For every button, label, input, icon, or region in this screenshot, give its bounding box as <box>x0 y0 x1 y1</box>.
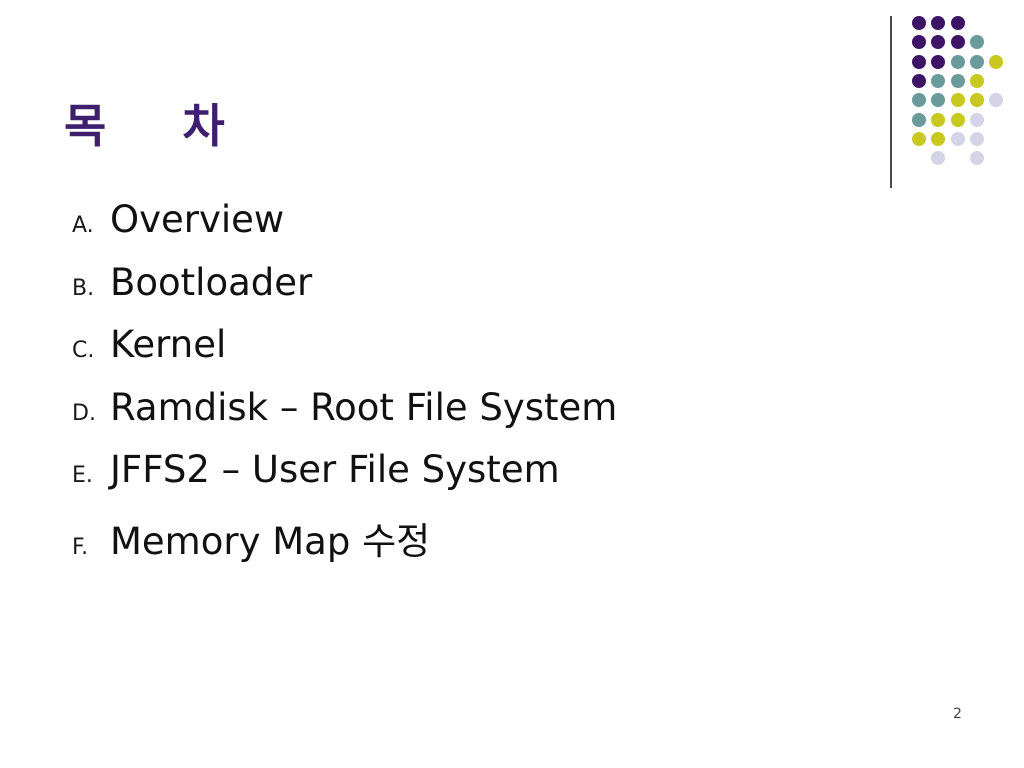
slide-title: 목 차 <box>64 99 255 153</box>
toc-marker: F. <box>72 534 89 560</box>
decorative-dot <box>950 93 965 108</box>
decorative-dot <box>969 54 984 69</box>
decorative-dot <box>912 35 926 50</box>
decorative-dot <box>989 54 1004 69</box>
toc-item-bootloader: B. Bootloader <box>72 261 617 324</box>
toc-item-ramdisk: D. Ramdisk – Root File System <box>72 386 617 449</box>
decorative-dot <box>912 93 926 108</box>
decorative-dot <box>931 73 946 88</box>
toc-item-memory-map: F. Memory Map 수정 <box>72 511 617 574</box>
decorative-dot <box>950 131 965 146</box>
toc-text: JFFS2 – User File System <box>110 448 560 491</box>
toc-marker: B. <box>72 275 95 301</box>
toc-item-jffs2: E. JFFS2 – User File System <box>72 448 617 511</box>
table-of-contents: A. Overview B. Bootloader C. Kernel D. R… <box>72 198 617 573</box>
decorative-dot <box>931 54 946 69</box>
toc-marker: D. <box>72 400 96 426</box>
toc-marker: A. <box>72 213 94 238</box>
toc-text: Ramdisk – Root File System <box>110 385 618 429</box>
decorative-dot <box>969 151 984 166</box>
toc-item-overview: A. Overview <box>72 198 617 261</box>
decorative-dot <box>989 93 1004 108</box>
decorative-dot <box>950 54 965 69</box>
decorative-dot <box>912 131 926 146</box>
toc-marker: E. <box>72 463 93 488</box>
toc-item-kernel: C. Kernel <box>72 323 617 386</box>
decorative-dot <box>912 73 926 88</box>
decorative-dot <box>931 93 946 108</box>
decorative-dot <box>969 35 984 50</box>
toc-text: Kernel <box>110 323 227 366</box>
decorative-dot <box>969 131 984 146</box>
decorative-dot <box>912 16 926 30</box>
decorative-dot <box>969 73 984 88</box>
toc-text: Overview <box>110 198 285 241</box>
page-number: 2 <box>953 706 962 722</box>
decorative-dot <box>931 112 946 127</box>
decorative-dot <box>969 112 984 127</box>
toc-text: Bootloader <box>110 260 313 304</box>
decorative-dot <box>931 131 946 146</box>
decorative-dot <box>969 93 984 108</box>
decorative-dot <box>950 16 965 30</box>
decorative-dot <box>950 35 965 50</box>
toc-text: Memory Map 수정 <box>110 519 431 563</box>
decorative-dot <box>912 54 926 69</box>
toc-marker: C. <box>72 338 95 363</box>
decorative-dot <box>931 151 946 166</box>
decorative-dot <box>931 35 946 50</box>
vertical-divider <box>890 16 892 188</box>
decorative-dot <box>950 112 965 127</box>
decorative-dot <box>950 73 965 88</box>
decorative-dot <box>931 16 946 30</box>
decorative-dot <box>912 112 926 127</box>
